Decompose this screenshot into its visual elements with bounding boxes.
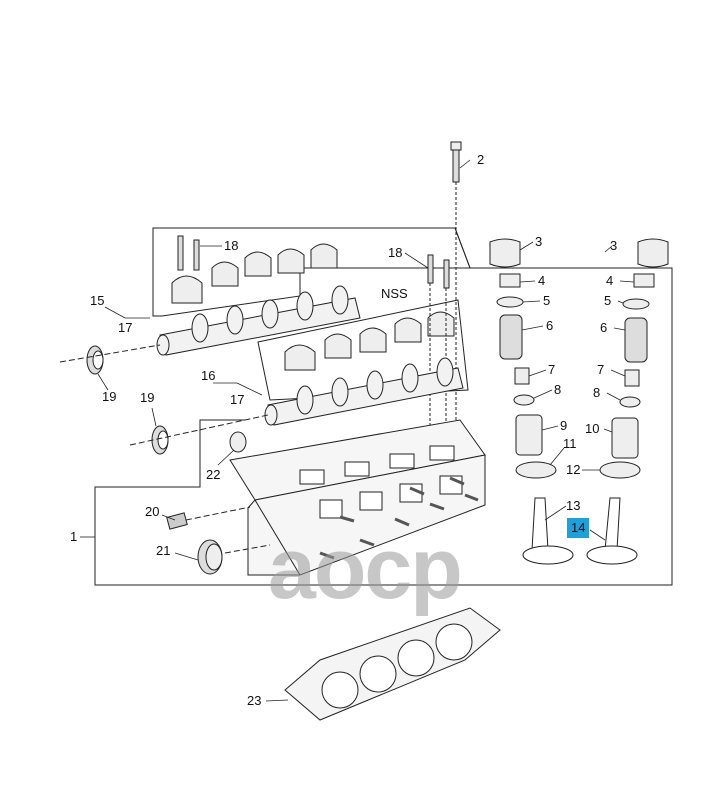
lower-bearing-cap-box bbox=[257, 299, 469, 401]
callout-14-highlighted[interactable]: 14 bbox=[567, 518, 590, 538]
callout-20: 20 bbox=[145, 504, 160, 519]
callout-4-intake: 4 bbox=[538, 273, 546, 288]
cap-bolts bbox=[177, 235, 450, 445]
callout-nss: NSS bbox=[381, 286, 408, 301]
callout-17-lower: 17 bbox=[230, 392, 245, 407]
callout-7-exhaust: 7 bbox=[597, 362, 605, 377]
callout-1: 1 bbox=[70, 529, 78, 544]
bearing-caps-upper bbox=[171, 243, 338, 304]
camshaft-upper bbox=[156, 285, 361, 356]
callout-8-exhaust: 8 bbox=[593, 385, 601, 400]
callout-4-exhaust: 4 bbox=[606, 273, 614, 288]
plug-22 bbox=[229, 431, 247, 453]
callout-19-lower: 19 bbox=[140, 390, 155, 405]
callout-6-exhaust: 6 bbox=[600, 320, 608, 335]
callout-3-intake: 3 bbox=[535, 234, 543, 249]
valve-train-intake bbox=[489, 238, 574, 565]
callout-10: 10 bbox=[585, 421, 600, 436]
callout-17-upper: 17 bbox=[118, 320, 133, 335]
callout-9: 9 bbox=[560, 418, 568, 433]
callout-11: 11 bbox=[563, 436, 577, 451]
camshaft-lower bbox=[264, 357, 464, 426]
callout-6-intake: 6 bbox=[546, 318, 554, 333]
callout-12: 12 bbox=[566, 462, 581, 477]
leader-lines bbox=[80, 159, 635, 702]
upper-bearing-cap-box bbox=[152, 227, 471, 317]
callout-8-intake: 8 bbox=[554, 382, 562, 397]
callout-18-right: 18 bbox=[388, 245, 403, 260]
bearing-caps-lower bbox=[284, 311, 455, 371]
callout-15: 15 bbox=[90, 293, 105, 308]
studs bbox=[319, 476, 479, 560]
callout-5-exhaust: 5 bbox=[604, 293, 612, 308]
callout-3-exhaust: 3 bbox=[610, 238, 618, 253]
cap-21 bbox=[197, 539, 223, 575]
seal-19-upper bbox=[86, 345, 104, 375]
callout-5-intake: 5 bbox=[543, 293, 551, 308]
callout-23: 23 bbox=[247, 693, 262, 708]
callout-18-left: 18 bbox=[224, 238, 239, 253]
assembly-frame bbox=[94, 227, 673, 586]
valve-train-exhaust bbox=[586, 238, 669, 565]
callout-2: 2 bbox=[477, 152, 485, 167]
cylinder-head bbox=[229, 419, 486, 576]
callout-13: 13 bbox=[566, 498, 581, 513]
callout-22: 22 bbox=[206, 467, 221, 482]
seal-19-lower bbox=[151, 425, 169, 455]
callout-19-upper: 19 bbox=[102, 389, 117, 404]
callout-7-intake: 7 bbox=[548, 362, 556, 377]
head-gasket-23 bbox=[284, 607, 501, 721]
plug-20 bbox=[166, 512, 188, 530]
callout-16: 16 bbox=[201, 368, 216, 383]
watermark-logo: aocp bbox=[268, 521, 463, 617]
callout-21: 21 bbox=[156, 543, 171, 558]
